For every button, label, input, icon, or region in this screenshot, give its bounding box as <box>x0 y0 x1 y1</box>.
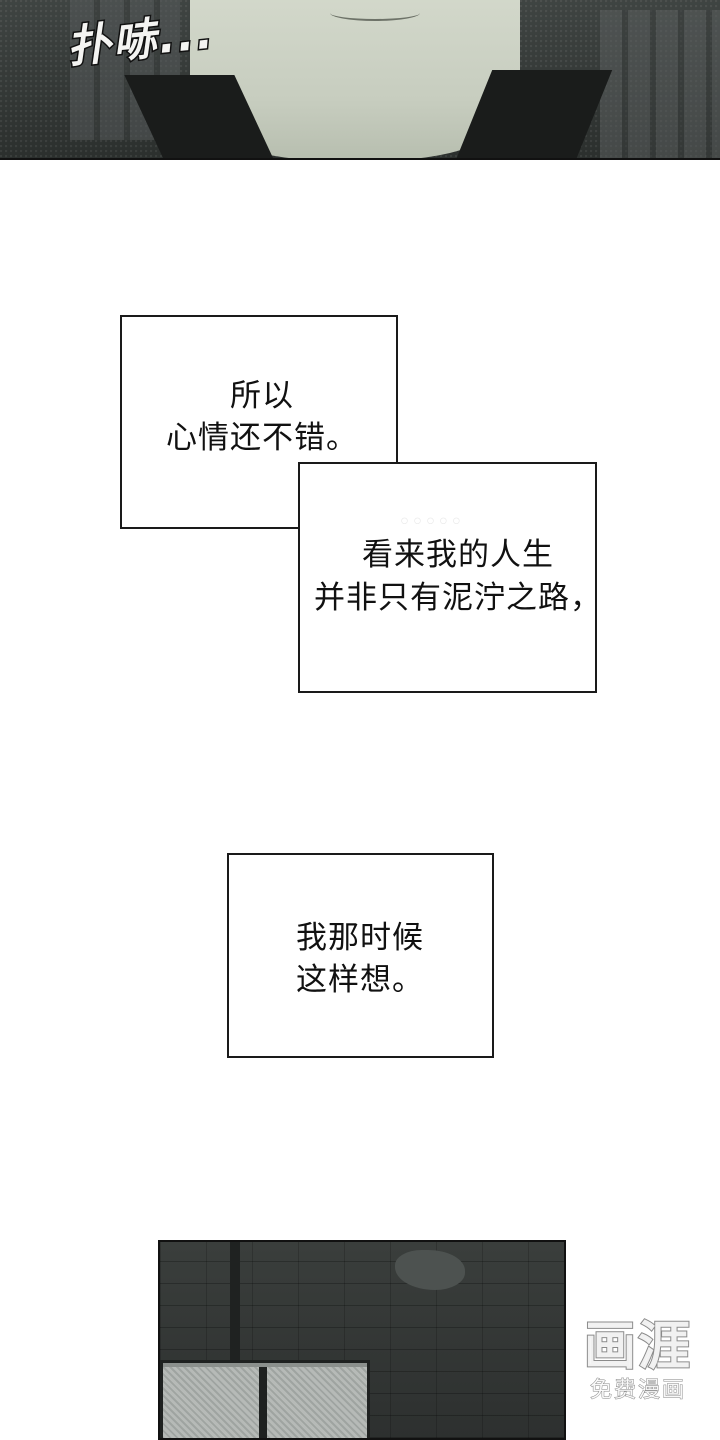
caption-box <box>227 853 494 1058</box>
caption-line: 我那时候 <box>296 920 424 956</box>
wall-stain <box>395 1250 465 1290</box>
background-window <box>160 1360 370 1438</box>
top-comic-panel: 扑哧... <box>0 0 720 160</box>
watermark-logo: 画涯 免费漫画 <box>583 1317 692 1406</box>
bottom-comic-panel <box>158 1240 566 1440</box>
background-pipe <box>230 1242 240 1438</box>
caption-line: 并非只有泥泞之路， <box>314 580 602 616</box>
watermark-title: 画涯 <box>583 1317 692 1377</box>
panel-border <box>0 158 720 160</box>
caption-line: 所以 <box>230 378 294 414</box>
watermark-subtitle: 免费漫画 <box>589 1378 686 1404</box>
caption-line: 看来我的人生 <box>362 537 554 573</box>
bleed-through-text: ◦◦◦◦◦ <box>398 510 463 535</box>
caption-box-join <box>300 464 396 527</box>
character-mouth <box>330 5 420 21</box>
caption-line: 心情还不错。 <box>166 420 358 456</box>
caption-line: 这样想。 <box>296 962 424 998</box>
background-window-right <box>600 10 720 160</box>
caption-box-lower <box>298 462 597 693</box>
